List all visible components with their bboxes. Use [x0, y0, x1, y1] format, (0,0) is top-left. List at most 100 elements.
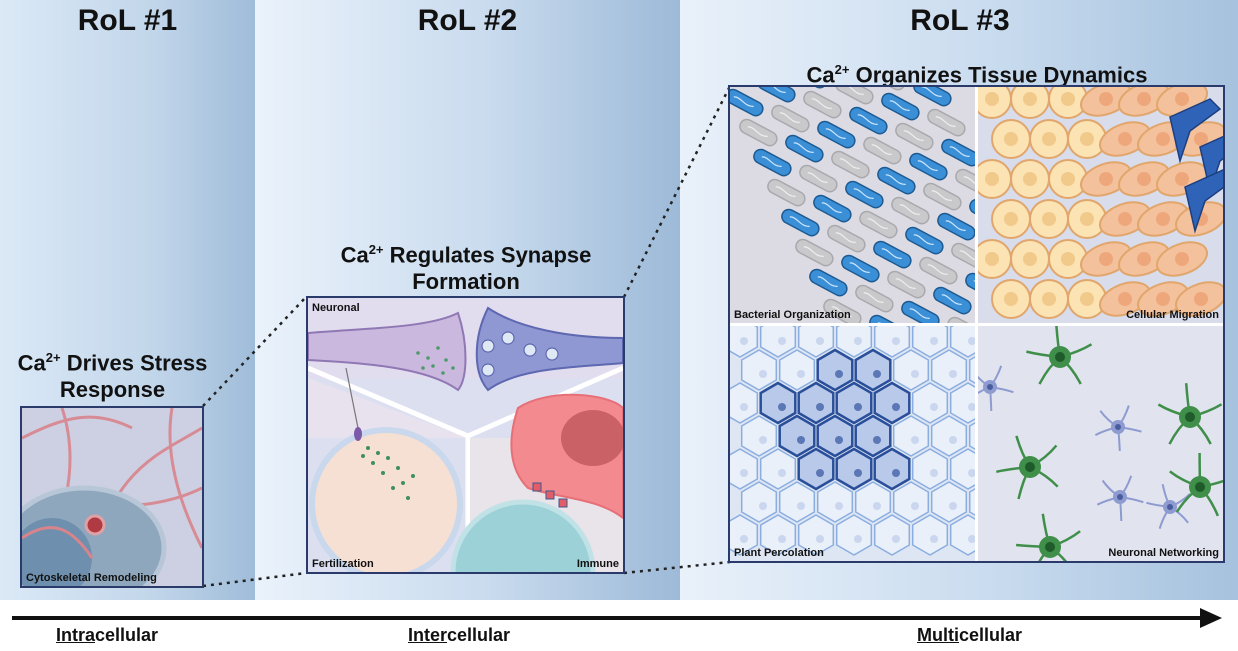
title-stress: Ca2+ Drives Stress Response [17, 350, 208, 403]
cytoskeleton-illustration [22, 408, 202, 586]
label-fertilization: Fertilization [312, 558, 374, 570]
bacterium [937, 212, 975, 241]
plant-cell [778, 349, 816, 391]
plant-cell [911, 326, 949, 358]
bacterium [927, 108, 966, 137]
plant-cell [797, 381, 835, 425]
plant-cell [892, 415, 930, 457]
migrating-cell [1067, 199, 1107, 239]
bacterium [873, 240, 912, 269]
plant-cell [873, 381, 911, 425]
plant-cell [911, 514, 949, 556]
migrating-cell [978, 159, 1012, 199]
plant-cell [968, 488, 975, 516]
plant-cell [730, 382, 759, 424]
bacterium [817, 120, 856, 149]
bacterium [849, 106, 888, 135]
plant-cell [854, 481, 892, 523]
axis-label-multicellular: Multicellular [917, 625, 1023, 645]
sperm-head [354, 427, 362, 441]
plant-cell [778, 481, 816, 523]
plant-cell [816, 414, 854, 458]
plant-cell [892, 481, 930, 523]
plant-cell [835, 447, 873, 491]
heading-rol1: RoL #1 [77, 4, 178, 37]
plant-cell [854, 414, 892, 458]
neuron-blue [1094, 405, 1142, 451]
bacterium [803, 90, 842, 119]
presynaptic-neuron [308, 311, 467, 392]
bacterium [947, 316, 975, 323]
bacterium [863, 136, 902, 165]
bacterium [869, 314, 908, 323]
bacterium [795, 238, 834, 267]
plant-cell [968, 422, 975, 450]
plant-quadrant [730, 326, 975, 561]
synapse-illustration [308, 298, 623, 572]
axis-label-intracellular: Intracellular [56, 625, 159, 645]
plant-cell [730, 326, 759, 358]
migrating-cell [991, 279, 1031, 319]
bacterium [785, 134, 824, 163]
migrating-cell [1067, 119, 1107, 159]
plant-cell [968, 356, 975, 384]
migrating-cell [1048, 239, 1088, 279]
bacterium [757, 87, 796, 103]
bacterium [813, 194, 852, 223]
migrating-cell [1029, 279, 1069, 319]
bacterium [905, 226, 944, 255]
plant-cell [759, 381, 797, 425]
label-plant: Plant Percolation [734, 547, 824, 559]
axis-label-intercellular: Intercellular [408, 625, 511, 645]
bacterium [887, 270, 926, 299]
neuron-quadrant [978, 326, 1223, 561]
neuron-green [996, 435, 1059, 500]
bacterium [895, 122, 934, 151]
bacterium [799, 164, 838, 193]
plant-cell [949, 448, 975, 490]
plant-cell [759, 326, 797, 358]
bacterium [823, 298, 862, 323]
plant-cell [816, 348, 854, 392]
panel-cytoskeletal: Cytoskeletal Remodeling [20, 406, 204, 588]
migrating-cell [978, 239, 1012, 279]
label-bacterial: Bacterial Organization [734, 309, 851, 321]
migration-quadrant [978, 87, 1223, 323]
sperm-tail [345, 367, 359, 429]
leading-cell [1169, 98, 1222, 164]
plant-cell [797, 514, 835, 556]
bacterium [767, 178, 806, 207]
bacterium [941, 138, 975, 167]
bacterium [877, 166, 916, 195]
bacterium [845, 180, 884, 209]
migrating-cell [978, 87, 1012, 119]
migrating-cell [1067, 279, 1107, 319]
bacterium [965, 272, 975, 301]
plant-cell [797, 326, 835, 358]
bacterium [730, 88, 764, 117]
bacterium [841, 254, 880, 283]
plant-cell [911, 382, 949, 424]
label-networking: Neuronal Networking [1108, 547, 1219, 559]
plant-cell [740, 349, 778, 391]
plant-cell [759, 448, 797, 490]
migrating-cell [1010, 159, 1050, 199]
panel-tissue: Bacterial Organization Cellular Migratio… [728, 85, 1225, 563]
neuron-green [1015, 513, 1081, 561]
migrating-cell [1029, 199, 1069, 239]
migrating-cell [1175, 281, 1223, 317]
neuron-green [1169, 452, 1223, 517]
bacterium [881, 92, 920, 121]
egg-cell [309, 427, 463, 572]
plant-cell [730, 514, 759, 556]
label-migration: Cellular Migration [1126, 309, 1219, 321]
bacterium [955, 168, 975, 197]
plant-cell [730, 448, 759, 490]
plant-cell [740, 415, 778, 457]
bacterium [913, 87, 952, 107]
title-synapse: Ca2+ Regulates Synapse Formation [340, 242, 592, 295]
nucleus [22, 518, 92, 586]
heading-rol3: RoL #3 [910, 4, 1010, 37]
plant-cell [854, 348, 892, 392]
bacterium [835, 87, 874, 105]
